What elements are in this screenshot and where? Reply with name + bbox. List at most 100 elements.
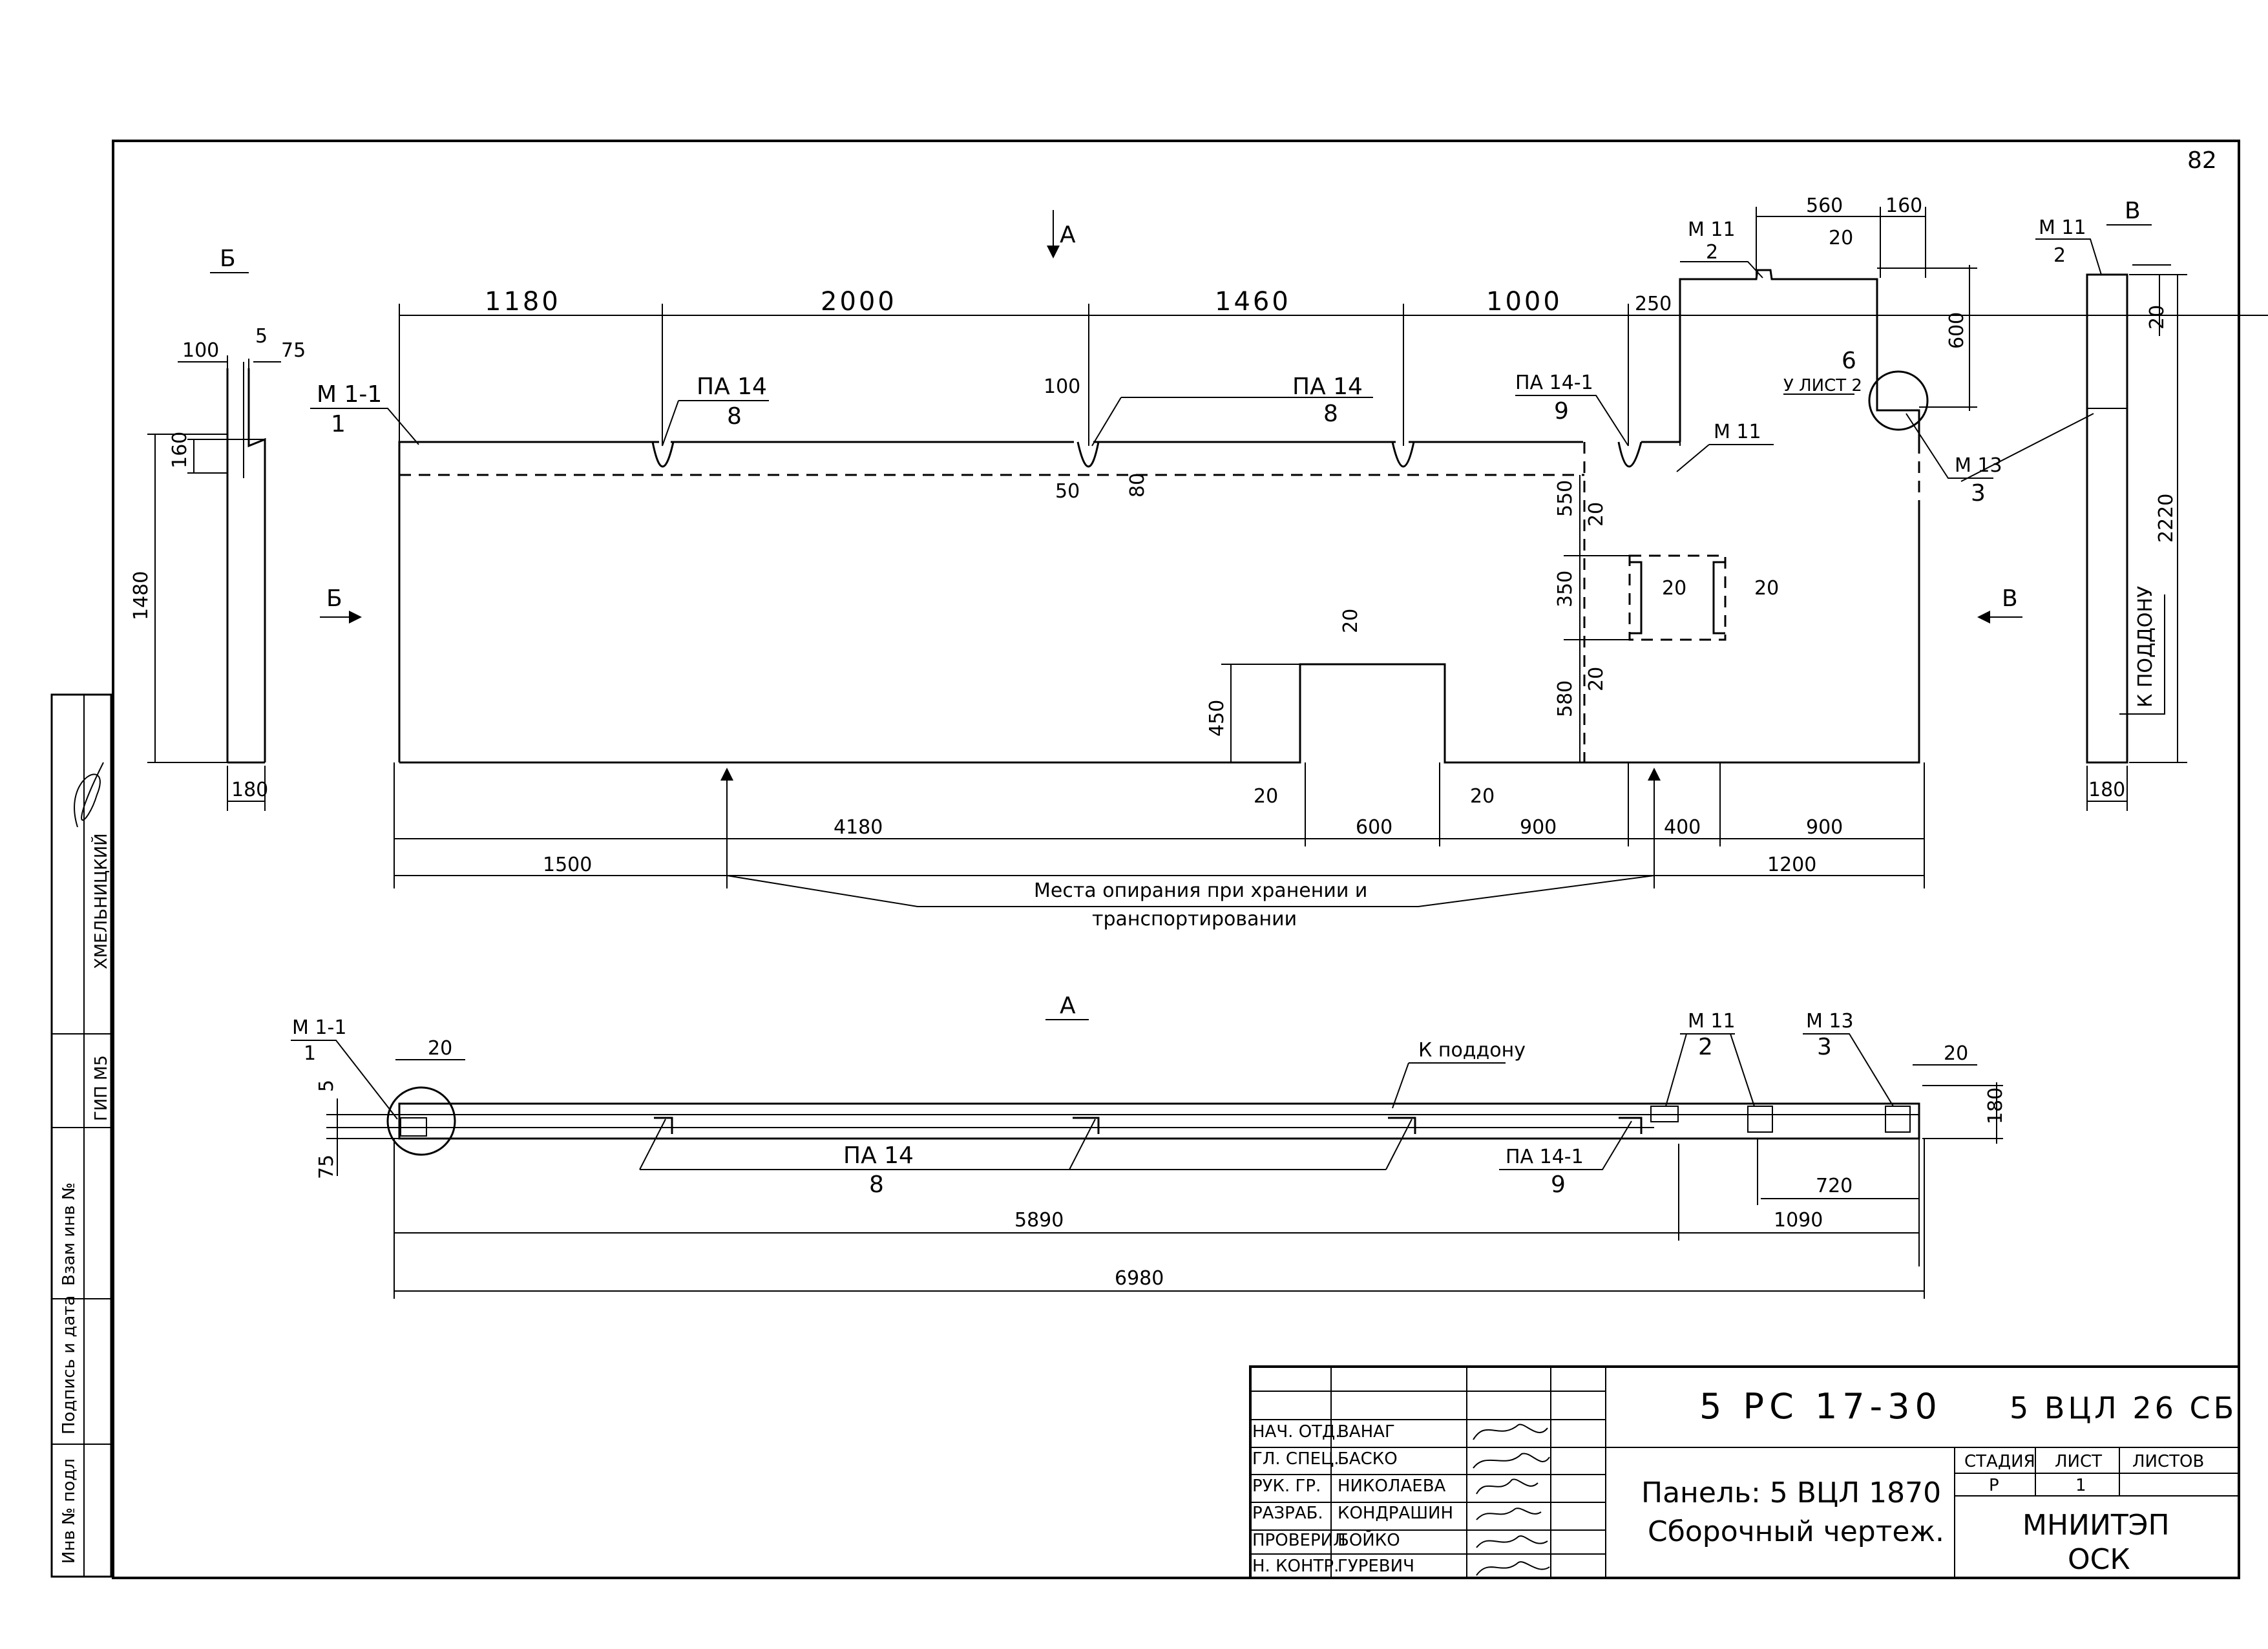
mark-m13: М 13 <box>1955 454 2002 477</box>
section-b-title: Б <box>220 246 236 272</box>
plan-insert-m1-1 <box>400 1117 427 1137</box>
name-vanag: ВАНАГ <box>1338 1422 1395 1442</box>
dim-160-top: 160 <box>1885 194 1922 217</box>
section-v-arrow: В <box>2002 585 2018 612</box>
plan-mark-pa14-pos: 8 <box>869 1171 884 1198</box>
dim-1200: 1200 <box>1767 854 1816 876</box>
dim-450: 450 <box>1206 700 1228 737</box>
dim-600: 600 <box>1356 816 1392 839</box>
side-label-inv-podl: Инв № подл <box>59 1458 79 1564</box>
mark-k-poddonu-vert: К ПОДДОНУ <box>2134 586 2157 708</box>
b-dim-180: 180 <box>231 779 268 801</box>
dim-20-door: 20 <box>1339 609 1362 633</box>
plan-mark-k-poddonu: К поддону <box>1418 1039 1526 1062</box>
mark-m11-mid: М 11 <box>1714 421 1761 443</box>
dim-20-win-l: 20 <box>1662 577 1686 600</box>
plan-mark-m13-pos: 3 <box>1817 1034 1832 1060</box>
side-signature <box>74 762 104 828</box>
plan-detail-circle <box>386 1086 456 1156</box>
dim-600-v: 600 <box>1946 312 1968 349</box>
dim-560: 560 <box>1806 194 1843 217</box>
dim-1180: 1180 <box>485 287 561 317</box>
plan-dim-75: 75 <box>315 1155 338 1179</box>
dim-1500: 1500 <box>543 854 592 876</box>
name-kondrashin: КОНДРАШИН <box>1338 1504 1453 1523</box>
mark-m11-right-pos: 2 <box>2053 244 2066 267</box>
plan-mark-m1-1-pos: 1 <box>304 1042 316 1065</box>
sheet-header: ЛИСТ <box>2055 1452 2102 1471</box>
side-stamp: Инв № подл Подпись и дата Взам инв № ГИП… <box>50 693 112 1578</box>
mark-m13-pos: 3 <box>1971 480 1986 507</box>
support-note-1: Места опирания при хранении и <box>1034 879 1367 902</box>
role-proveril: ПРОВЕРИЛ <box>1252 1531 1346 1550</box>
mark-pa14-b: ПА 14 <box>1292 373 1363 400</box>
plan-dim-180: 180 <box>1984 1087 2007 1124</box>
mark-detail-6-ref: У ЛИСТ 2 <box>1783 376 1862 395</box>
dim-1000: 1000 <box>1486 287 1562 317</box>
dim-80: 80 <box>1126 473 1149 498</box>
plan-mark-pa14-1: ПА 14-1 <box>1506 1146 1584 1168</box>
side-label-gip: ГИП М5 <box>92 1055 111 1121</box>
dim-550: 550 <box>1554 480 1577 517</box>
name-nikolaeva: НИКОЛАЕВА <box>1338 1476 1446 1496</box>
mark-m1-1: М 1-1 <box>317 381 382 408</box>
dim-1460: 1460 <box>1215 287 1291 317</box>
b-dim-75: 75 <box>281 339 306 362</box>
plan-mark-m11: М 11 <box>1688 1010 1736 1033</box>
dim-400: 400 <box>1664 816 1701 839</box>
plan-insert-m13 <box>1885 1106 1911 1133</box>
mark-m1-1-pos: 1 <box>331 411 346 437</box>
mark-m11-top-pos: 2 <box>1706 241 1718 264</box>
support-note-2: транспортировании <box>1092 908 1297 930</box>
role-gl-spec: ГЛ. СПЕЦ. <box>1252 1449 1339 1469</box>
plan-mark-m13: М 13 <box>1806 1010 1854 1033</box>
plan-dim-20-r: 20 <box>1944 1042 1968 1065</box>
dim-20-b: 20 <box>1585 667 1608 691</box>
mark-pa14-b-pos: 8 <box>1323 401 1338 427</box>
sheet-frame <box>112 140 2240 1579</box>
mark-detail-6: 6 <box>1842 348 1856 374</box>
plan-dim-5890: 5890 <box>1014 1209 1064 1232</box>
dim-20-door-l: 20 <box>1254 785 1278 808</box>
section-b-arrow: Б <box>326 585 342 612</box>
dim-250: 250 <box>1635 293 1672 315</box>
detail-6-circle <box>1868 370 1929 431</box>
mark-m11-top: М 11 <box>1688 218 1736 241</box>
dim-4180: 4180 <box>834 816 883 839</box>
b-dim-160: 160 <box>169 432 191 468</box>
mark-pa14-a-pos: 8 <box>727 403 742 430</box>
front-elevation: 1180 2000 1460 1000 250 560 160 20 600 1… <box>310 194 2268 930</box>
mark-pa14-1-pos: 9 <box>1554 398 1569 425</box>
doc-code-left: 5 РС 17-30 <box>1699 1386 1942 1427</box>
plan-dim-20-l: 20 <box>428 1037 452 1060</box>
v-dim-2220: 2220 <box>2155 494 2178 543</box>
plan-dim-6980: 6980 <box>1115 1267 1164 1290</box>
sheets-header: ЛИСТОВ <box>2132 1452 2204 1471</box>
plan-mark-m11-pos: 2 <box>1698 1034 1713 1060</box>
plan-insert-m11 <box>1650 1106 1679 1122</box>
plan-dim-5: 5 <box>315 1080 338 1092</box>
plan-dim-1090: 1090 <box>1774 1209 1823 1232</box>
dim-580: 580 <box>1554 680 1577 717</box>
role-n-kontr: Н. КОНТР. <box>1252 1557 1339 1576</box>
section-v: В М 11 2 20 2220 К ПОДДОНУ 180 <box>1960 198 2187 811</box>
name-boyko: БОЙКО <box>1338 1529 1400 1550</box>
doc-title-2: Сборочный чертеж. <box>1648 1515 1944 1548</box>
dim-900: 900 <box>1520 816 1557 839</box>
name-basko: БАСКО <box>1338 1449 1398 1469</box>
org-line-2: ОСК <box>2068 1543 2130 1576</box>
v-dim-180: 180 <box>2088 779 2125 801</box>
plan-mark-m1-1: М 1-1 <box>292 1016 346 1039</box>
mark-m11-right: М 11 <box>2039 216 2086 239</box>
doc-title-1: Панель: 5 ВЦЛ 1870 <box>1641 1476 1941 1509</box>
stage-header: СТАДИЯ <box>1964 1452 2035 1471</box>
name-gurevich: ГУРЕВИЧ <box>1338 1557 1414 1576</box>
mark-pa14-1: ПА 14-1 <box>1515 372 1593 394</box>
view-a-arrow: А <box>1060 222 1076 248</box>
side-label-vzam: Взам инв № <box>59 1182 79 1286</box>
b-dim-100: 100 <box>182 339 219 362</box>
dim-20-win-r: 20 <box>1754 577 1779 600</box>
dim-20-top: 20 <box>1829 227 1853 249</box>
doc-code-right: 5 ВЦЛ 26 СБ <box>2010 1391 2237 1425</box>
